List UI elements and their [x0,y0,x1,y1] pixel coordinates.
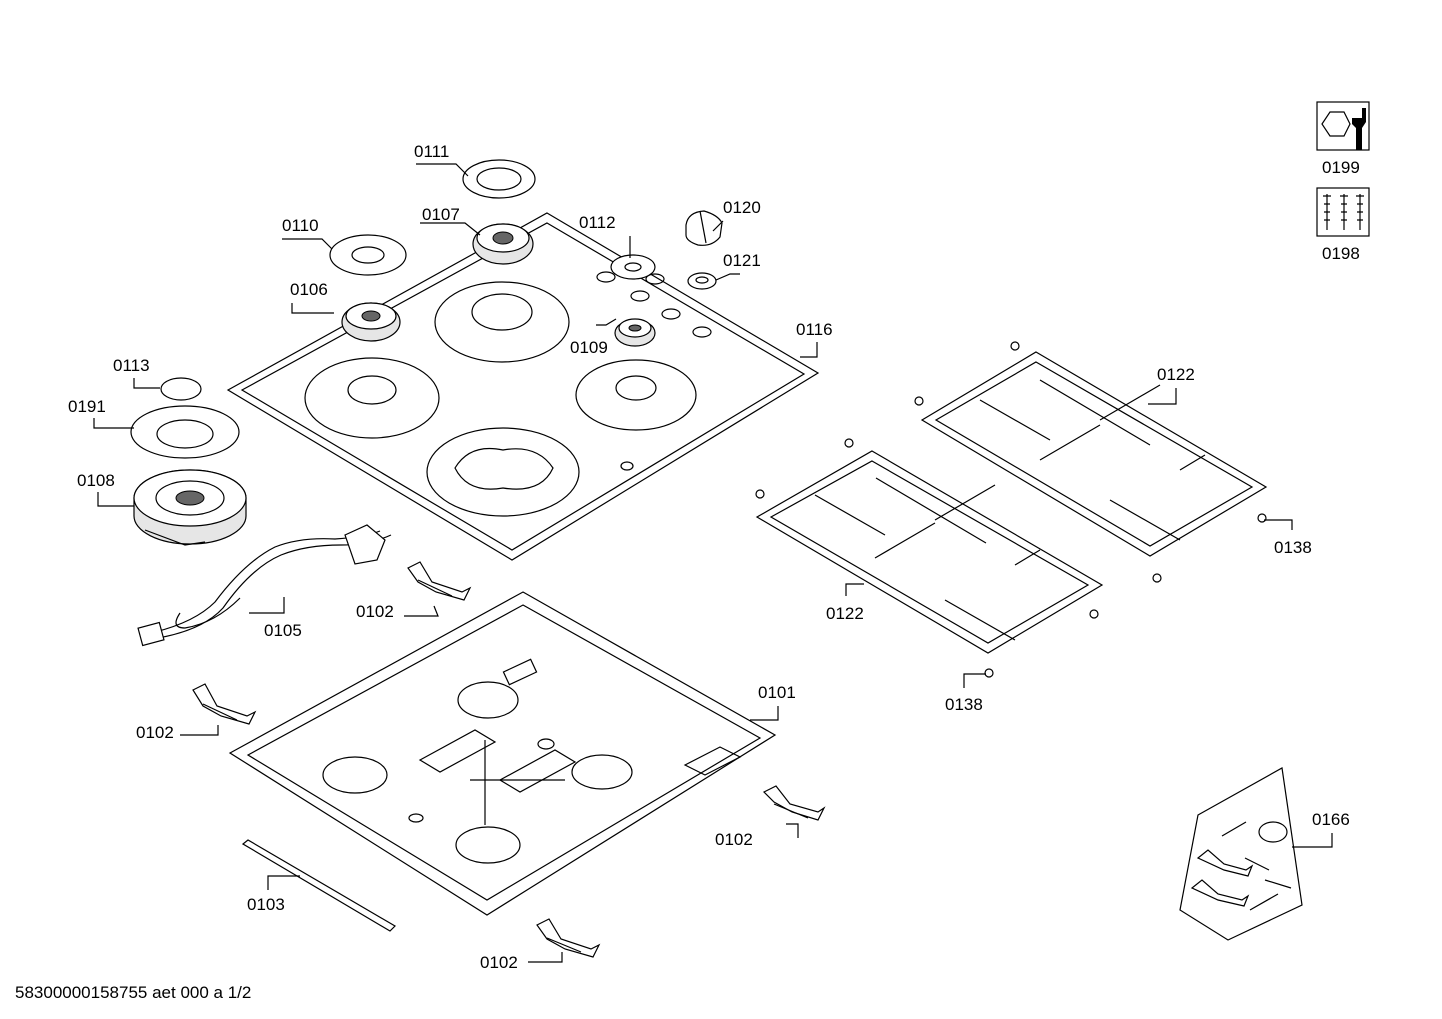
label-0109: 0109 [570,338,608,357]
burner-0106 [341,302,401,342]
label-0111: 0111 [414,142,449,161]
pan-support-0122-upper [920,351,1268,557]
knob-0120 [685,210,723,246]
label-0105: 0105 [264,621,302,640]
burner-ring-0191 [130,405,240,459]
cooktop-top-panel [226,212,820,561]
knob-ring-0121 [687,272,717,290]
burner-cap-0112 [610,254,656,280]
label-0138-a: 0138 [1274,538,1312,557]
wrench-nut-icon [1316,101,1370,151]
label-0121: 0121 [723,251,761,270]
seal-strip-0103 [241,839,396,932]
drawing-id: 58300000158755 aet 000 a 1/2 [15,983,251,1002]
clamp-0102-b [192,683,257,725]
leader-lines [93,163,1333,963]
label-0199: 0199 [1322,158,1360,177]
label-0120: 0120 [723,198,761,217]
label-0112: 0112 [579,213,616,232]
label-0191: 0191 [68,397,106,416]
pan-support-0122-lower [755,450,1104,654]
label-0108: 0108 [77,471,115,490]
label-0106: 0106 [290,280,328,299]
label-0122-b: 0122 [826,604,864,623]
label-0116: 0116 [796,320,833,339]
label-0107: 0107 [422,205,460,224]
burner-0107 [472,223,534,265]
label-0166: 0166 [1312,810,1350,829]
label-0102-c: 0102 [715,830,753,849]
label-0101: 0101 [758,683,796,702]
part-labels: 0111 0107 0112 0120 0121 0110 0106 0109 … [68,142,1360,972]
burner-cap-0111 [462,159,536,199]
clamp-0102-c [762,785,826,821]
power-cable-0105 [137,524,392,647]
burner-cap-0110 [329,234,407,276]
burner-0109 [614,318,656,347]
clamp-0102-d [536,918,601,958]
accessory-bag-0166 [1179,767,1303,941]
burner-cap-0113 [160,377,202,401]
label-0102-a: 0102 [356,602,394,621]
bottom-tray-0101 [228,591,777,916]
label-0122-a: 0122 [1157,365,1195,384]
label-0138-b: 0138 [945,695,983,714]
label-0102-b: 0102 [136,723,174,742]
label-0110: 0110 [282,216,319,235]
label-0113: 0113 [113,356,150,375]
burner-0108 [133,469,247,546]
label-0103: 0103 [247,895,285,914]
clamp-0102-a [407,561,472,601]
label-0198: 0198 [1322,244,1360,263]
label-0102-d: 0102 [480,953,518,972]
screws-icon [1316,187,1370,237]
